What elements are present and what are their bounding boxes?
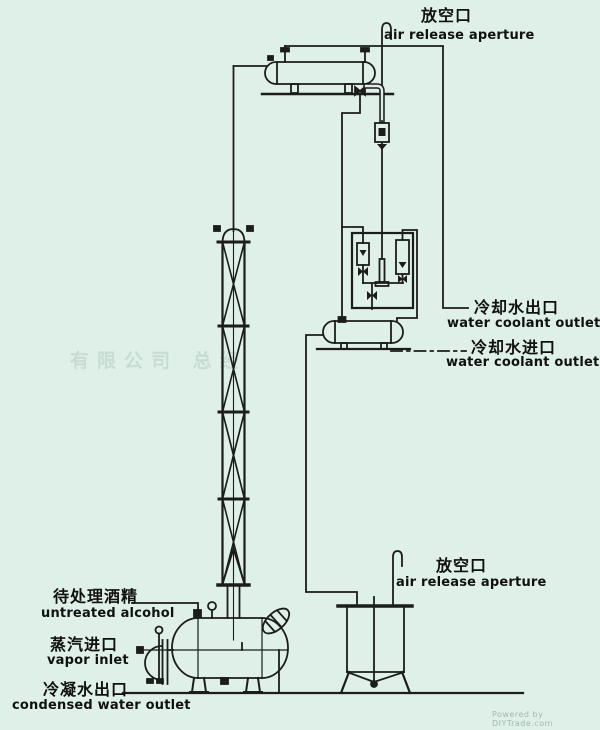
label-condensed-water-zh: 冷凝水出口 (43, 680, 129, 699)
label-bucket-air-release-en: air release aperture (396, 575, 547, 590)
label-untreated-alcohol-en: untreated alcohol (41, 606, 175, 621)
top-air-release-pipe (381, 22, 392, 88)
label-top-air-release-en: air release aperture (384, 28, 535, 43)
label-top-air-release-zh: 放空口 (421, 6, 473, 25)
distillation-column (213, 225, 254, 641)
footer-watermark: Powered by DIYTrade.com (492, 710, 553, 728)
nozzle-flange (360, 47, 370, 53)
label-coolant-outlet-zh: 冷却水出口 (474, 298, 560, 317)
bucket-vent-hook (392, 550, 403, 607)
bucket-legs (339, 670, 412, 695)
center-watermark: 有限公司 总经 (70, 350, 247, 372)
receiver-bucket (336, 550, 414, 695)
alcohol-feed-nozzle (193, 609, 202, 618)
left-coolant-pipe (337, 94, 361, 323)
top-condenser (232, 45, 395, 232)
subcooler (305, 320, 412, 606)
steam-valve-handle (154, 625, 164, 635)
label-vapor-inlet-zh: 蒸汽进口 (50, 635, 119, 654)
condenser-outlet-elbow (363, 83, 385, 262)
label-vapor-inlet-en: vapor inlet (47, 653, 129, 668)
coolant-outlet-pipe (284, 45, 469, 309)
manhole (261, 607, 291, 635)
valve-icon (398, 275, 407, 283)
label-untreated-alcohol-zh: 待处理酒精 (53, 587, 139, 606)
label-condensed-water-en: condensed water outlet (12, 698, 191, 713)
label-coolant-inlet-en: water coolant outlet (446, 355, 600, 370)
label-bucket-air-release-zh: 放空口 (436, 556, 488, 575)
flow-sight-device (374, 122, 390, 150)
valve-icon (367, 291, 377, 300)
instrument-box (341, 226, 418, 322)
shelf-valve-icon (354, 85, 366, 97)
tank-drain (220, 677, 229, 685)
tank-gauge (207, 601, 217, 611)
valve-icon (358, 267, 368, 276)
vapor-inlet-nozzle (136, 646, 144, 654)
label-coolant-outlet-en: water coolant outlet (447, 316, 600, 331)
steam-chest (136, 625, 174, 685)
bucket-drain (370, 680, 378, 688)
column-lattice (221, 241, 246, 586)
untreated-alcohol-leader (131, 602, 199, 611)
label-coolant-inlet-zh: 冷却水进口 (471, 338, 557, 357)
nozzle-flange (280, 47, 290, 53)
